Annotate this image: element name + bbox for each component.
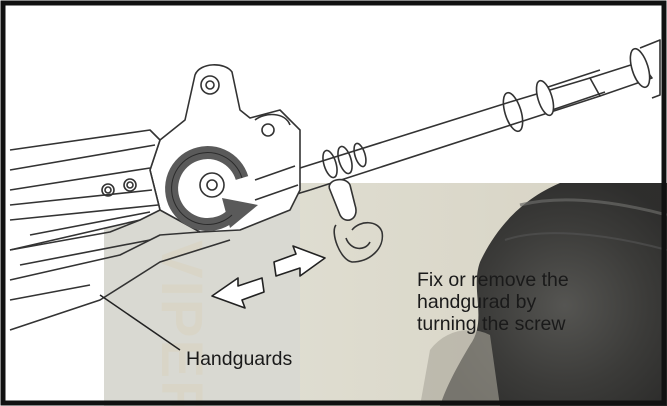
instruction-line-1: Fix or remove the: [417, 269, 569, 291]
handguards-label: Handguards: [186, 348, 292, 370]
watermark-text: VIPER: [149, 240, 214, 406]
handguards-leader-line: [99, 294, 181, 351]
rotate-arrow-icon: [165, 146, 258, 231]
double-arrow-icon: [211, 245, 326, 309]
background-photo: [104, 183, 667, 406]
rifle-line-art: [9, 39, 661, 331]
instruction-line-3: turning the screw: [417, 313, 566, 335]
instruction-line-2: handgurad by: [417, 291, 537, 313]
